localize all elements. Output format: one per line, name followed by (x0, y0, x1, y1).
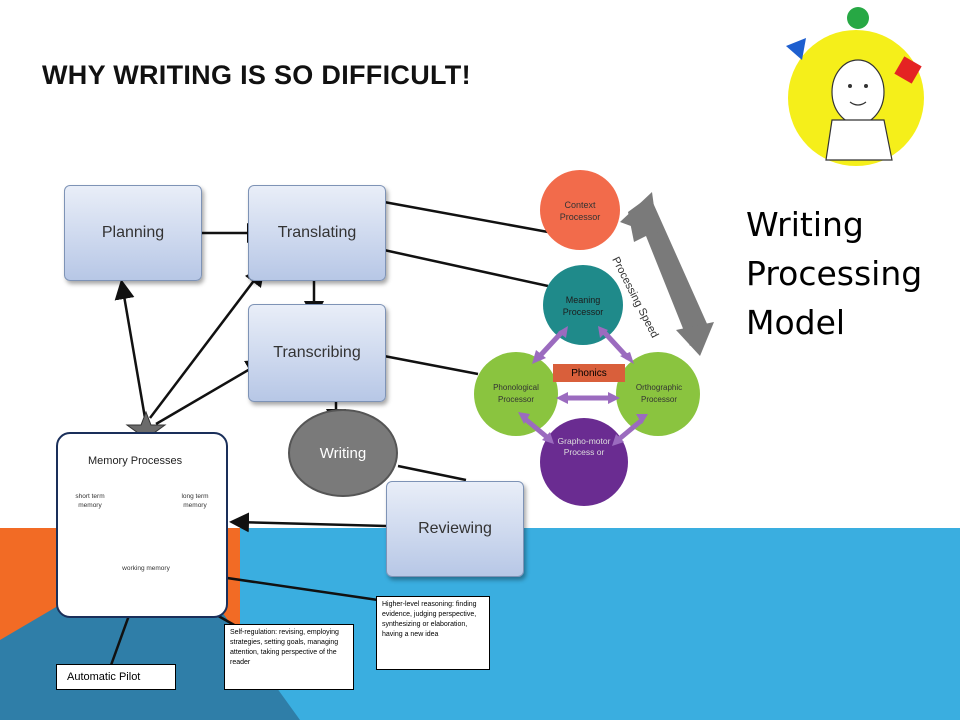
graphomotor-processor-label: Grapho-motor Process or (557, 436, 611, 457)
side-title-line-3: Model (746, 303, 846, 342)
arrow-star-transcribing (155, 359, 267, 426)
working-memory-label: working memory (122, 565, 170, 572)
higher-level-reasoning-note: Higher-level reasoning: finding evidence… (376, 596, 490, 670)
processor-link-heads (518, 326, 648, 446)
side-title-line-2: Processing (746, 254, 923, 293)
connector-transcribing-phonological (383, 354, 479, 376)
connector-writing-grapho (397, 464, 467, 482)
planning-box: Planning (64, 185, 202, 281)
context-processor-label: Context Processor (559, 200, 601, 222)
juggling-baby-icon (786, 7, 924, 166)
meaning-processor-label: Meaning Processor (562, 295, 604, 317)
orthographic-processor-label: Orthographic Processor (635, 383, 683, 404)
long-term-memory-label: long term memory (181, 493, 209, 509)
arrow-reviewing-memory (229, 512, 387, 533)
phonological-processor-circle (474, 352, 558, 436)
transcribing-box: Transcribing (248, 304, 386, 402)
side-title-line-1: Writing (746, 205, 864, 244)
writing-ellipse: Writing (288, 409, 398, 497)
context-processor-circle (540, 170, 620, 250)
connector-translating-meaning (383, 248, 549, 288)
memory-title: Memory Processes (88, 455, 183, 467)
memory-panel (56, 432, 228, 618)
arrow-star-planning (114, 279, 147, 419)
processing-speed-arrow (620, 192, 714, 356)
translating-box: Translating (248, 185, 386, 281)
meaning-processor-circle (543, 265, 623, 345)
short-term-memory-label: short term memory (75, 493, 105, 509)
page-title: WHY WRITING IS SO DIFFICULT! (42, 60, 471, 90)
phonological-processor-label: Phonological Processor (493, 383, 539, 404)
processor-link-arrows (522, 330, 644, 442)
connector-translating-context (383, 200, 549, 234)
automatic-pilot-box: Automatic Pilot (56, 664, 176, 690)
graphomotor-processor-circle (540, 418, 628, 506)
side-title: Writing Processing Model (746, 200, 922, 347)
reviewing-box: Reviewing (386, 481, 524, 577)
phonics-label: Phonics (553, 364, 625, 382)
self-regulation-note: Self-regulation: revising, employing str… (224, 624, 354, 690)
arrow-star-translating (149, 266, 266, 419)
